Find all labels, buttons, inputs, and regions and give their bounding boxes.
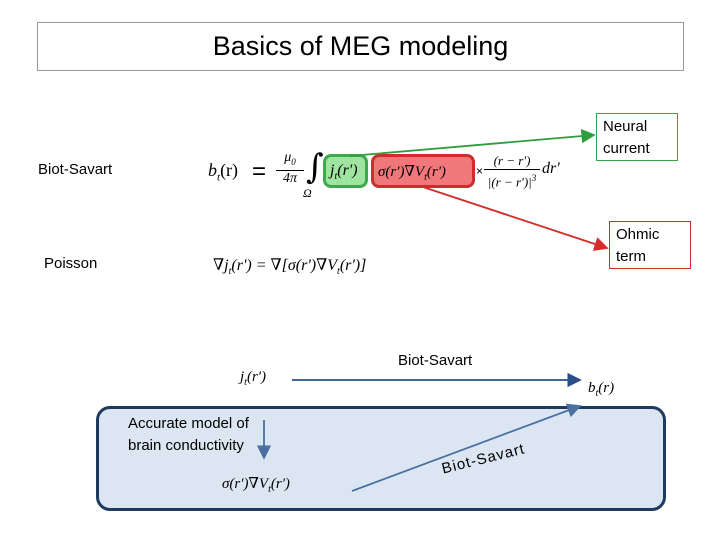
- neural-current-term-box: jt(r'): [323, 154, 368, 188]
- neural-current-arrow: [349, 128, 596, 157]
- mu-fraction: μ0 4π: [276, 150, 304, 187]
- page-title: Basics of MEG modeling: [212, 31, 509, 61]
- differential: dr': [542, 160, 560, 177]
- equals-sign: =: [252, 158, 267, 185]
- biot-savart-lhs: bt(r): [208, 160, 239, 184]
- kernel-fraction: (r − r') |(r − r')|3: [484, 152, 540, 190]
- conductivity-panel: [96, 406, 666, 511]
- flow-model-term: σ(r')∇Vt(r'): [222, 476, 290, 495]
- ohmic-term: σ(r')∇Vt(r'): [378, 164, 446, 183]
- cross-product-sign: ×: [476, 164, 484, 178]
- neural-current-callout: Neural current: [596, 113, 678, 161]
- title-box: Basics of MEG modeling: [37, 22, 684, 71]
- poisson-equation: ∇jt(r') = ∇[σ(r')∇Vt(r')]: [213, 257, 367, 278]
- poisson-row-label: Poisson: [44, 255, 98, 272]
- biot-savart-diagonal-arrow: [351, 403, 582, 492]
- biot-savart-arrow-label: Biot-Savart: [398, 352, 473, 369]
- integral-domain: Ω: [303, 186, 312, 200]
- flow-source-term: jt(r'): [240, 369, 266, 388]
- biot-savart-row-label: Biot-Savart: [38, 161, 113, 178]
- panel-text: Accurate model of brain conductivity: [128, 415, 249, 454]
- flow-target-term: bt(r): [588, 380, 615, 399]
- ohmic-term-arrow: [419, 185, 609, 251]
- integral-sign: ∫: [306, 147, 324, 187]
- ohmic-term-callout: Ohmic term: [609, 221, 691, 269]
- neural-current-term: jt(r'): [330, 162, 358, 183]
